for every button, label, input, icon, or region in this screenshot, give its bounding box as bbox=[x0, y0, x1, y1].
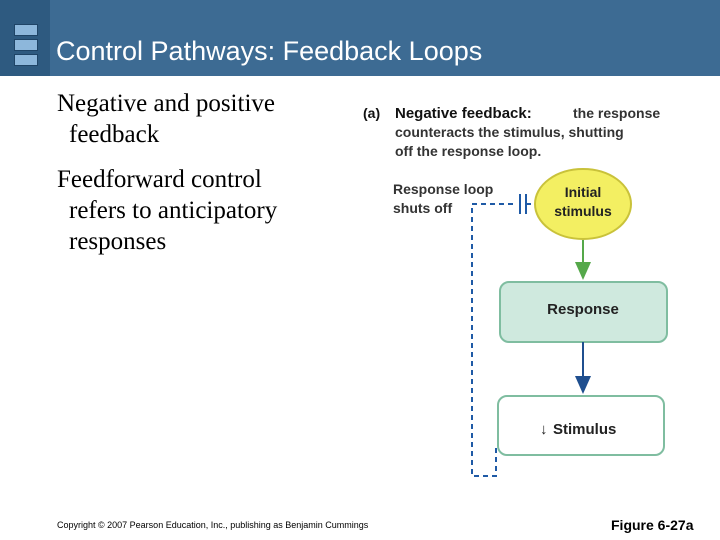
svg-text:Stimulus: Stimulus bbox=[553, 421, 616, 438]
figure-number: Figure 6-27a bbox=[611, 517, 694, 533]
reduced-stimulus-node bbox=[497, 395, 665, 456]
svg-text:off the response loop.: off the response loop. bbox=[395, 143, 541, 159]
svg-text:↓: ↓ bbox=[540, 421, 548, 438]
bullet-1-line-2: feedback bbox=[69, 121, 160, 148]
dashed-feedback-loop bbox=[471, 203, 517, 477]
initial-stimulus-line-2: stimulus bbox=[554, 203, 612, 219]
bullet-2-line-2: refers to anticipatory bbox=[69, 197, 278, 224]
slide-title: Control Pathways: Feedback Loops bbox=[56, 36, 483, 66]
svg-text:Response loop: Response loop bbox=[393, 181, 493, 197]
title-bar bbox=[0, 0, 720, 76]
heading-bold: Negative feedback: bbox=[395, 105, 532, 122]
loop-label-line-1: Response loop bbox=[393, 181, 493, 197]
heading-line-3: off the response loop. bbox=[395, 143, 541, 159]
svg-text:stimulus: stimulus bbox=[554, 203, 612, 219]
bullet-2-line-1: Feedforward control bbox=[57, 166, 262, 193]
svg-text:(a): (a) bbox=[363, 105, 380, 121]
stimulus-label: Stimulus bbox=[553, 421, 616, 438]
title-accent-block bbox=[0, 0, 50, 76]
down-arrow-icon: ↓ bbox=[540, 421, 548, 438]
initial-stimulus-line-1: Initial bbox=[565, 184, 602, 200]
svg-text:Response: Response bbox=[547, 301, 619, 318]
heading-rest: the response bbox=[573, 105, 660, 121]
response-label: Response bbox=[547, 301, 619, 318]
copyright-notice: Copyright © 2007 Pearson Education, Inc.… bbox=[57, 520, 369, 530]
loop-label-line-2: shuts off bbox=[393, 200, 452, 216]
svg-text:the response: the response bbox=[573, 105, 660, 121]
stacked-bars-icon bbox=[14, 24, 38, 66]
panel-label: (a) bbox=[363, 105, 380, 121]
bullet-feedback: Negative and positive feedback bbox=[57, 88, 347, 150]
bullet-2-line-3: responses bbox=[69, 228, 167, 255]
svg-text:shuts off: shuts off bbox=[393, 200, 452, 216]
heading-line-2: counteracts the stimulus, shutting bbox=[395, 124, 624, 140]
svg-text:Negative feedback:: Negative feedback: bbox=[395, 105, 532, 122]
svg-text:Initial: Initial bbox=[565, 184, 602, 200]
initial-stimulus-node bbox=[534, 168, 632, 240]
svg-text:counteracts the stimulus, shut: counteracts the stimulus, shutting bbox=[395, 124, 624, 140]
bullet-1-line-1: Negative and positive bbox=[57, 90, 275, 117]
bullet-feedforward: Feedforward control refers to anticipato… bbox=[57, 164, 347, 257]
